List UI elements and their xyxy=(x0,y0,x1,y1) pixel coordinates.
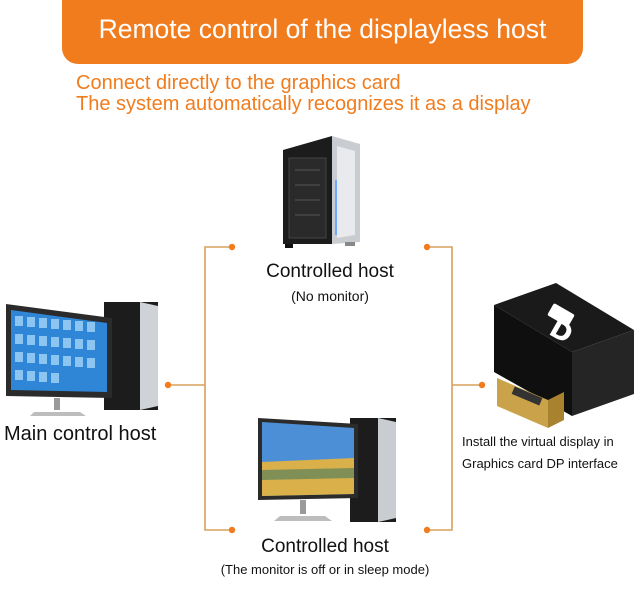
connector-dots xyxy=(164,243,486,534)
controlled-host-monitor-icon xyxy=(258,418,396,522)
title-banner xyxy=(62,0,583,64)
adapter-label-line-2: Graphics card DP interface xyxy=(462,456,618,471)
main-host-label: Main control host xyxy=(4,423,157,445)
dot-bottom-left xyxy=(228,526,236,534)
top-host-subtitle: (No monitor) xyxy=(291,288,369,304)
connector-lines xyxy=(168,246,482,531)
subtitle-line-1: Connect directly to the graphics card xyxy=(76,72,401,94)
banner-title: Remote control of the displayless host xyxy=(98,14,547,44)
top-host-title: Controlled host xyxy=(266,261,394,282)
pc-tower-top-icon xyxy=(283,136,360,248)
main-host-monitor-icon xyxy=(6,302,158,416)
subtitle-line-2: The system automatically recognizes it a… xyxy=(76,93,531,115)
dot-bottom-right xyxy=(423,526,431,534)
adapter-label-line-1: Install the virtual display in xyxy=(462,434,614,449)
dot-left xyxy=(164,381,172,389)
bottom-host-subtitle: (The monitor is off or in sleep mode) xyxy=(220,562,430,577)
dot-top-right xyxy=(423,243,431,251)
dp-adapter-icon: D xyxy=(494,283,634,428)
dot-right xyxy=(478,381,486,389)
dot-top-left xyxy=(228,243,236,251)
bottom-host-title: Controlled host xyxy=(261,536,389,557)
